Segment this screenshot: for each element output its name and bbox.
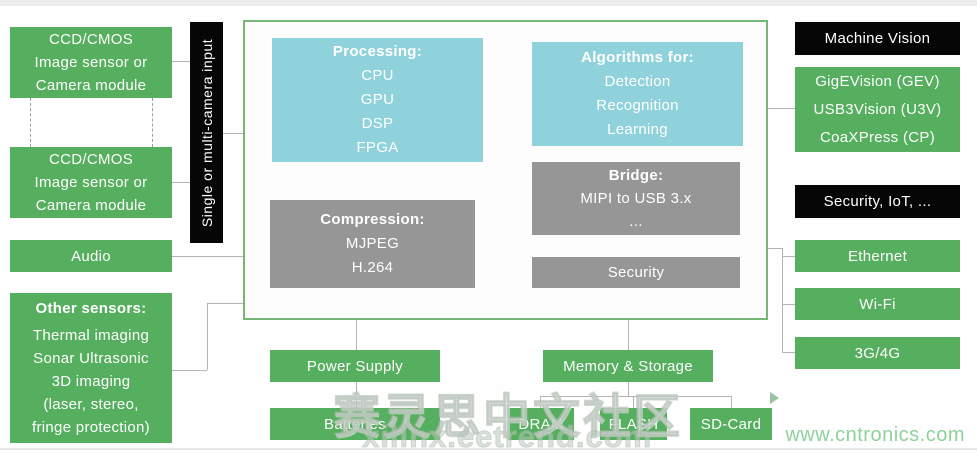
memory-storage-box: Memory & Storage xyxy=(543,350,713,382)
vision-standard-item: CoaXPress (CP) xyxy=(819,128,936,146)
compression-box: Compression: MJPEG H.264 xyxy=(270,200,475,288)
other-sensors-item: fringe protection) xyxy=(32,419,150,436)
audio-box: Audio xyxy=(10,240,172,272)
connector-line xyxy=(782,256,795,257)
flash-label: FLASH xyxy=(608,415,659,433)
wifi-box: Wi-Fi xyxy=(795,288,960,320)
connector-line xyxy=(628,320,629,350)
dram-label: DRAM xyxy=(518,415,564,433)
vision-standard-item: GigEVision (GEV) xyxy=(815,72,940,90)
dram-box: DRAM xyxy=(508,408,574,440)
security-box: Security xyxy=(532,257,740,288)
connector-line xyxy=(731,396,732,408)
connector-line xyxy=(628,382,629,396)
cellular-label: 3G/4G xyxy=(854,344,901,362)
processing-item: FPGA xyxy=(356,139,399,156)
camera-input-bar-label: Single or multi-camera input xyxy=(198,38,215,227)
watermark-site: xilinx.eetrend.com xyxy=(361,419,653,453)
sd-card-box: SD-Card xyxy=(690,408,772,440)
batteries-box: Batteries xyxy=(270,408,440,440)
connector-line xyxy=(356,320,357,350)
connector-line xyxy=(782,248,783,352)
camera-module-line: CCD/CMOS xyxy=(48,151,134,168)
compression-item: MJPEG xyxy=(345,235,400,252)
machine-vision-label: Machine Vision xyxy=(795,22,960,55)
connector-line xyxy=(768,248,782,249)
flash-box: FLASH xyxy=(600,408,667,440)
other-sensors-box: Other sensors: Thermal imaging Sonar Ult… xyxy=(10,293,172,443)
memory-storage-label: Memory & Storage xyxy=(563,357,693,375)
other-sensors-item: (laser, stereo, xyxy=(43,396,139,413)
algorithms-item: Recognition xyxy=(596,97,679,114)
connector-line xyxy=(172,370,207,371)
camera-module-line: Camera module xyxy=(35,77,147,94)
connector-line xyxy=(540,396,731,397)
ethernet-label: Ethernet xyxy=(847,247,908,265)
processing-item: CPU xyxy=(361,67,394,84)
ethernet-box: Ethernet xyxy=(795,240,960,272)
other-sensors-item: Sonar Ultrasonic xyxy=(33,350,149,367)
connector-line xyxy=(172,182,190,183)
other-sensors-item: 3D imaging xyxy=(51,373,131,390)
connector-line xyxy=(782,352,795,353)
machine-vision-text: Machine Vision xyxy=(824,30,931,47)
processing-item: DSP xyxy=(361,115,394,132)
camera-module-box-1: CCD/CMOS Image sensor or Camera module xyxy=(10,27,172,98)
repeat-dashed-line xyxy=(30,98,31,147)
connector-arrow-icon xyxy=(770,392,779,404)
camera-module-line: CCD/CMOS xyxy=(48,31,134,48)
security-label: Security xyxy=(607,264,665,281)
connector-line xyxy=(207,303,208,370)
connector-line xyxy=(172,61,190,62)
power-supply-label: Power Supply xyxy=(306,357,404,375)
cellular-box: 3G/4G xyxy=(795,337,960,369)
bridge-item: ... xyxy=(629,213,643,230)
processing-title: Processing: xyxy=(332,43,423,60)
vision-standard-item: USB3Vision (U3V) xyxy=(813,100,942,118)
batteries-label: Batteries xyxy=(324,415,386,433)
audio-label: Audio xyxy=(71,247,111,265)
camera-module-line: Image sensor or xyxy=(34,54,148,71)
processing-item: GPU xyxy=(360,91,395,108)
security-iot-label: Security, IoT, ... xyxy=(795,185,960,218)
camera-module-line: Image sensor or xyxy=(34,174,148,191)
watermark-corner: www.cntronics.com xyxy=(785,424,965,446)
other-sensors-title: Other sensors: xyxy=(35,300,147,317)
connector-line xyxy=(223,133,243,134)
connector-line xyxy=(768,108,795,109)
algorithms-box: Algorithms for: Detection Recognition Le… xyxy=(532,42,743,146)
algorithms-title: Algorithms for: xyxy=(581,49,694,66)
power-supply-box: Power Supply xyxy=(270,350,440,382)
vision-standards-box: GigEVision (GEV) USB3Vision (U3V) CoaXPr… xyxy=(795,67,960,152)
other-sensors-item: Thermal imaging xyxy=(32,327,150,344)
bottom-border-strip xyxy=(0,448,977,450)
algorithms-item: Learning xyxy=(607,121,668,138)
connector-line xyxy=(540,396,541,408)
connector-line xyxy=(356,382,357,408)
compression-item: H.264 xyxy=(351,259,394,276)
camera-input-bar: Single or multi-camera input xyxy=(190,22,223,243)
wifi-label: Wi-Fi xyxy=(859,295,896,313)
bridge-item: MIPI to USB 3.x xyxy=(580,190,692,207)
sd-card-label: SD-Card xyxy=(700,415,762,433)
camera-module-line: Camera module xyxy=(35,197,147,214)
connector-line xyxy=(782,304,795,305)
algorithms-item: Detection xyxy=(604,73,671,90)
bridge-box: Bridge: MIPI to USB 3.x ... xyxy=(532,162,740,235)
processing-box: Processing: CPU GPU DSP FPGA xyxy=(272,38,483,162)
top-border-strip xyxy=(0,0,977,6)
repeat-dashed-line xyxy=(152,98,153,147)
bridge-title: Bridge: xyxy=(608,167,664,184)
camera-module-box-2: CCD/CMOS Image sensor or Camera module xyxy=(10,147,172,218)
connector-line xyxy=(207,303,243,304)
watermark-chinese: 赛灵思中文社区 xyxy=(332,389,683,444)
connector-line xyxy=(633,396,634,408)
connector-line xyxy=(172,256,243,257)
security-iot-text: Security, IoT, ... xyxy=(823,193,932,210)
compression-title: Compression: xyxy=(320,211,425,228)
